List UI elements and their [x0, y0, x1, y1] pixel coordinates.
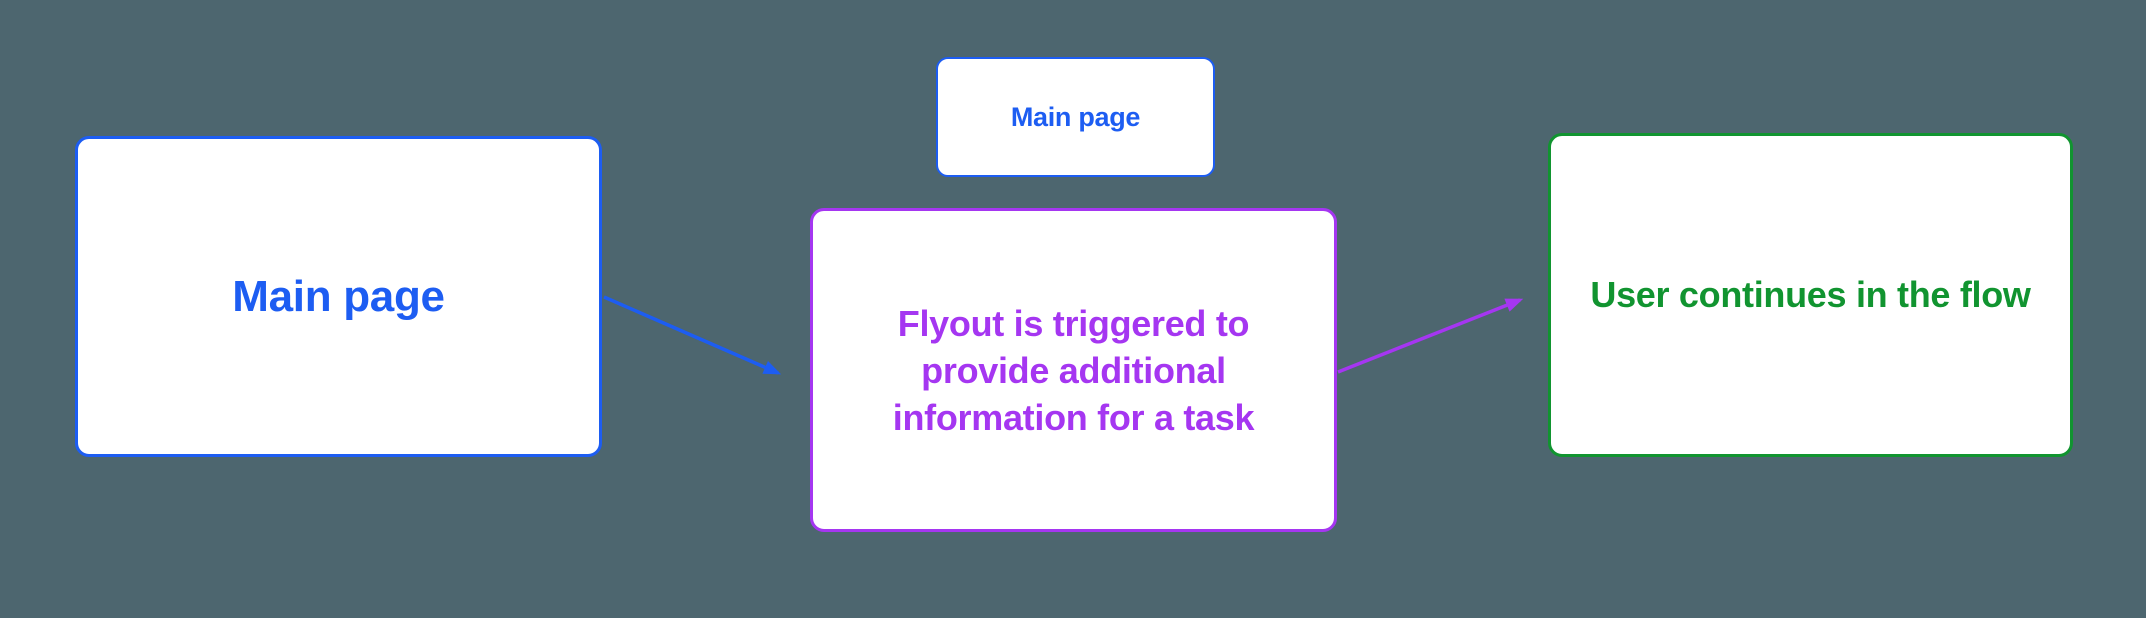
node-flyout: Flyout is triggered to provide additiona…: [810, 208, 1337, 532]
node-user-continues-label: User continues in the flow: [1590, 274, 2031, 315]
node-main-page-label: Main page: [232, 271, 445, 321]
node-user-continues: User continues in the flow: [1548, 133, 2073, 457]
edge-flyout-to-continue: [1337, 298, 1524, 374]
node-flyout-label: Flyout is triggered to provide additiona…: [892, 302, 1255, 438]
node-main-page: Main page: [75, 136, 602, 457]
node-main-page-small-label: Main page: [1010, 101, 1141, 132]
edge-main-to-flyout: [603, 295, 782, 375]
node-main-page-small: Main page: [936, 57, 1215, 177]
